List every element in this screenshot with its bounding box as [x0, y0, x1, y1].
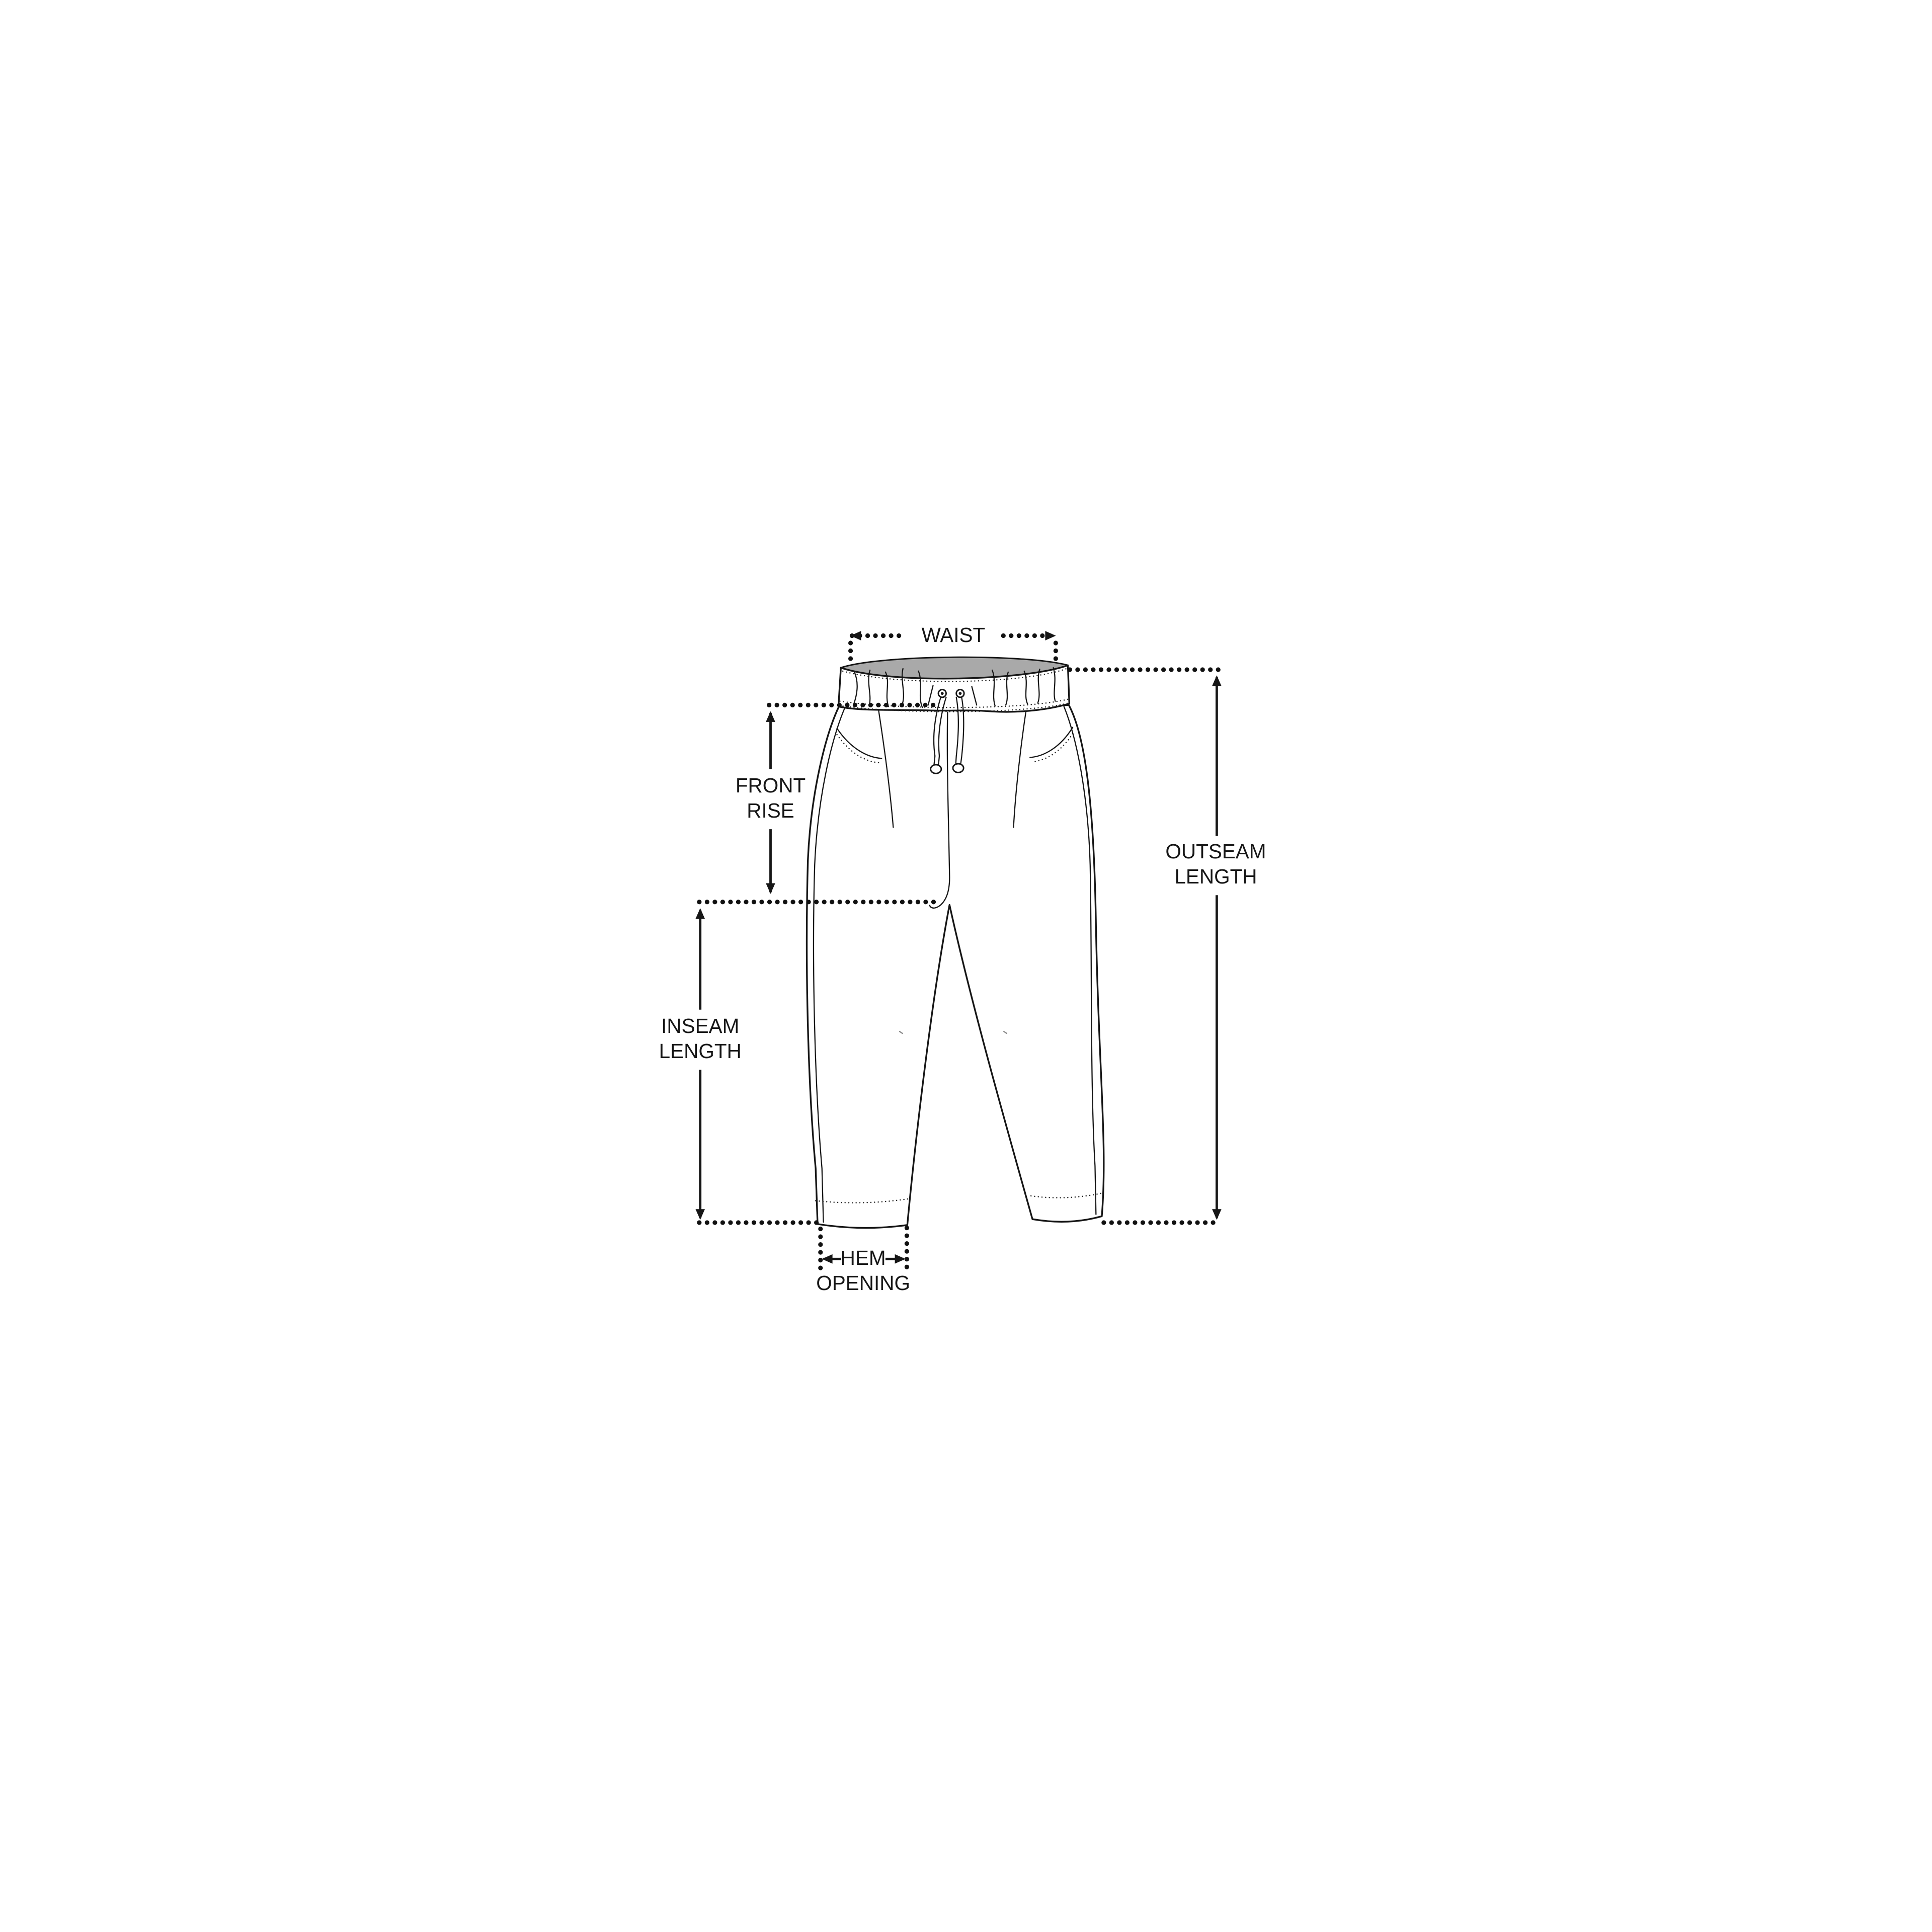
- right-pocket-stitch: [1031, 733, 1074, 763]
- left-pocket-opening: [836, 728, 882, 759]
- left-side-seam: [813, 707, 846, 1223]
- front-rise-label-line2: RISE: [747, 799, 794, 822]
- waistband-top-stitch: [842, 668, 1067, 682]
- drawstring-eyelets: [937, 689, 965, 698]
- size-guide-diagram: WAIST FRONT RISE INSEAM LENGTH OUTSEAM L…: [589, 589, 1343, 1343]
- right-side-seam: [1063, 706, 1097, 1215]
- right-front-crease: [1013, 709, 1027, 828]
- left-pocket-stitch: [836, 734, 880, 764]
- waistband-front: [837, 664, 1071, 713]
- waist-label: WAIST: [922, 623, 986, 647]
- right-pocket-opening: [1029, 727, 1074, 758]
- waistband-bottom-stitch-1: [839, 698, 1069, 708]
- outseam-label-line2: LENGTH: [1174, 865, 1257, 888]
- outseam-label-line1: OUTSEAM: [1165, 840, 1266, 863]
- pants-body-outline: [806, 704, 1105, 1229]
- waist-measurement: WAIST: [848, 623, 1058, 668]
- left-hem-stitch: [815, 1198, 910, 1203]
- hem-label-line2: OPENING: [816, 1271, 910, 1295]
- front-rise-label-line1: FRONT: [736, 774, 806, 797]
- pants-measurement-svg: WAIST FRONT RISE INSEAM LENGTH OUTSEAM L…: [659, 623, 1266, 1295]
- drawstring-cords: [930, 696, 964, 774]
- inseam-label-line1: INSEAM: [661, 1014, 739, 1037]
- left-leg-mark: [899, 1030, 903, 1034]
- pants-illustration: [806, 656, 1105, 1229]
- center-front-seam: [929, 711, 950, 909]
- inseam-measurement: INSEAM LENGTH: [659, 908, 819, 1225]
- left-front-crease: [878, 710, 894, 828]
- right-leg-mark: [1003, 1030, 1008, 1034]
- hem-opening-measurement: HEM OPENING: [816, 1225, 910, 1295]
- front-rise-measurement: FRONT RISE: [736, 702, 939, 894]
- hem-label-line1: HEM: [841, 1246, 886, 1269]
- outseam-measurement: OUTSEAM LENGTH: [1067, 667, 1266, 1225]
- inseam-label-line2: LENGTH: [659, 1039, 742, 1063]
